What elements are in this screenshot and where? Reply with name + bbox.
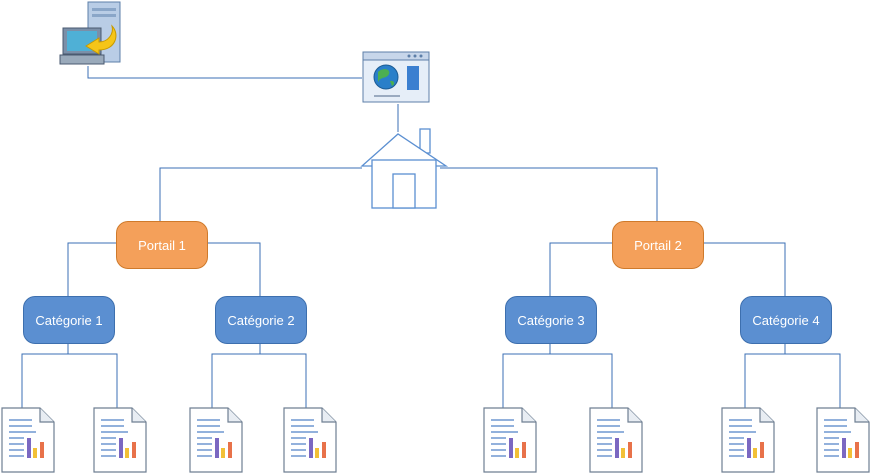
document-row <box>1 407 870 473</box>
category-4-node[interactable]: Catégorie 4 <box>740 296 832 344</box>
category-2-node[interactable]: Catégorie 2 <box>215 296 307 344</box>
web-browser-globe-icon <box>362 51 430 103</box>
report-document-icon <box>189 407 243 473</box>
report-document-icon <box>589 407 643 473</box>
category-2-label: Catégorie 2 <box>227 312 295 328</box>
connector-lines <box>21 66 841 410</box>
report-document-icon <box>1 407 55 473</box>
portal-2-label: Portail 2 <box>634 237 682 253</box>
category-4-label: Catégorie 4 <box>752 312 820 328</box>
report-document-icon <box>93 407 147 473</box>
category-1-node[interactable]: Catégorie 1 <box>23 296 115 344</box>
report-document-icon <box>283 407 337 473</box>
report-document-icon <box>721 407 775 473</box>
house-icon <box>360 128 449 209</box>
portal-1-label: Portail 1 <box>138 237 186 253</box>
report-document-icon <box>483 407 537 473</box>
computer-upload-icon <box>59 1 121 65</box>
report-document-icon <box>816 407 870 473</box>
portal-2-node[interactable]: Portail 2 <box>612 221 704 269</box>
category-3-node[interactable]: Catégorie 3 <box>505 296 597 344</box>
portal-1-node[interactable]: Portail 1 <box>116 221 208 269</box>
category-1-label: Catégorie 1 <box>35 312 103 328</box>
category-3-label: Catégorie 3 <box>517 312 585 328</box>
